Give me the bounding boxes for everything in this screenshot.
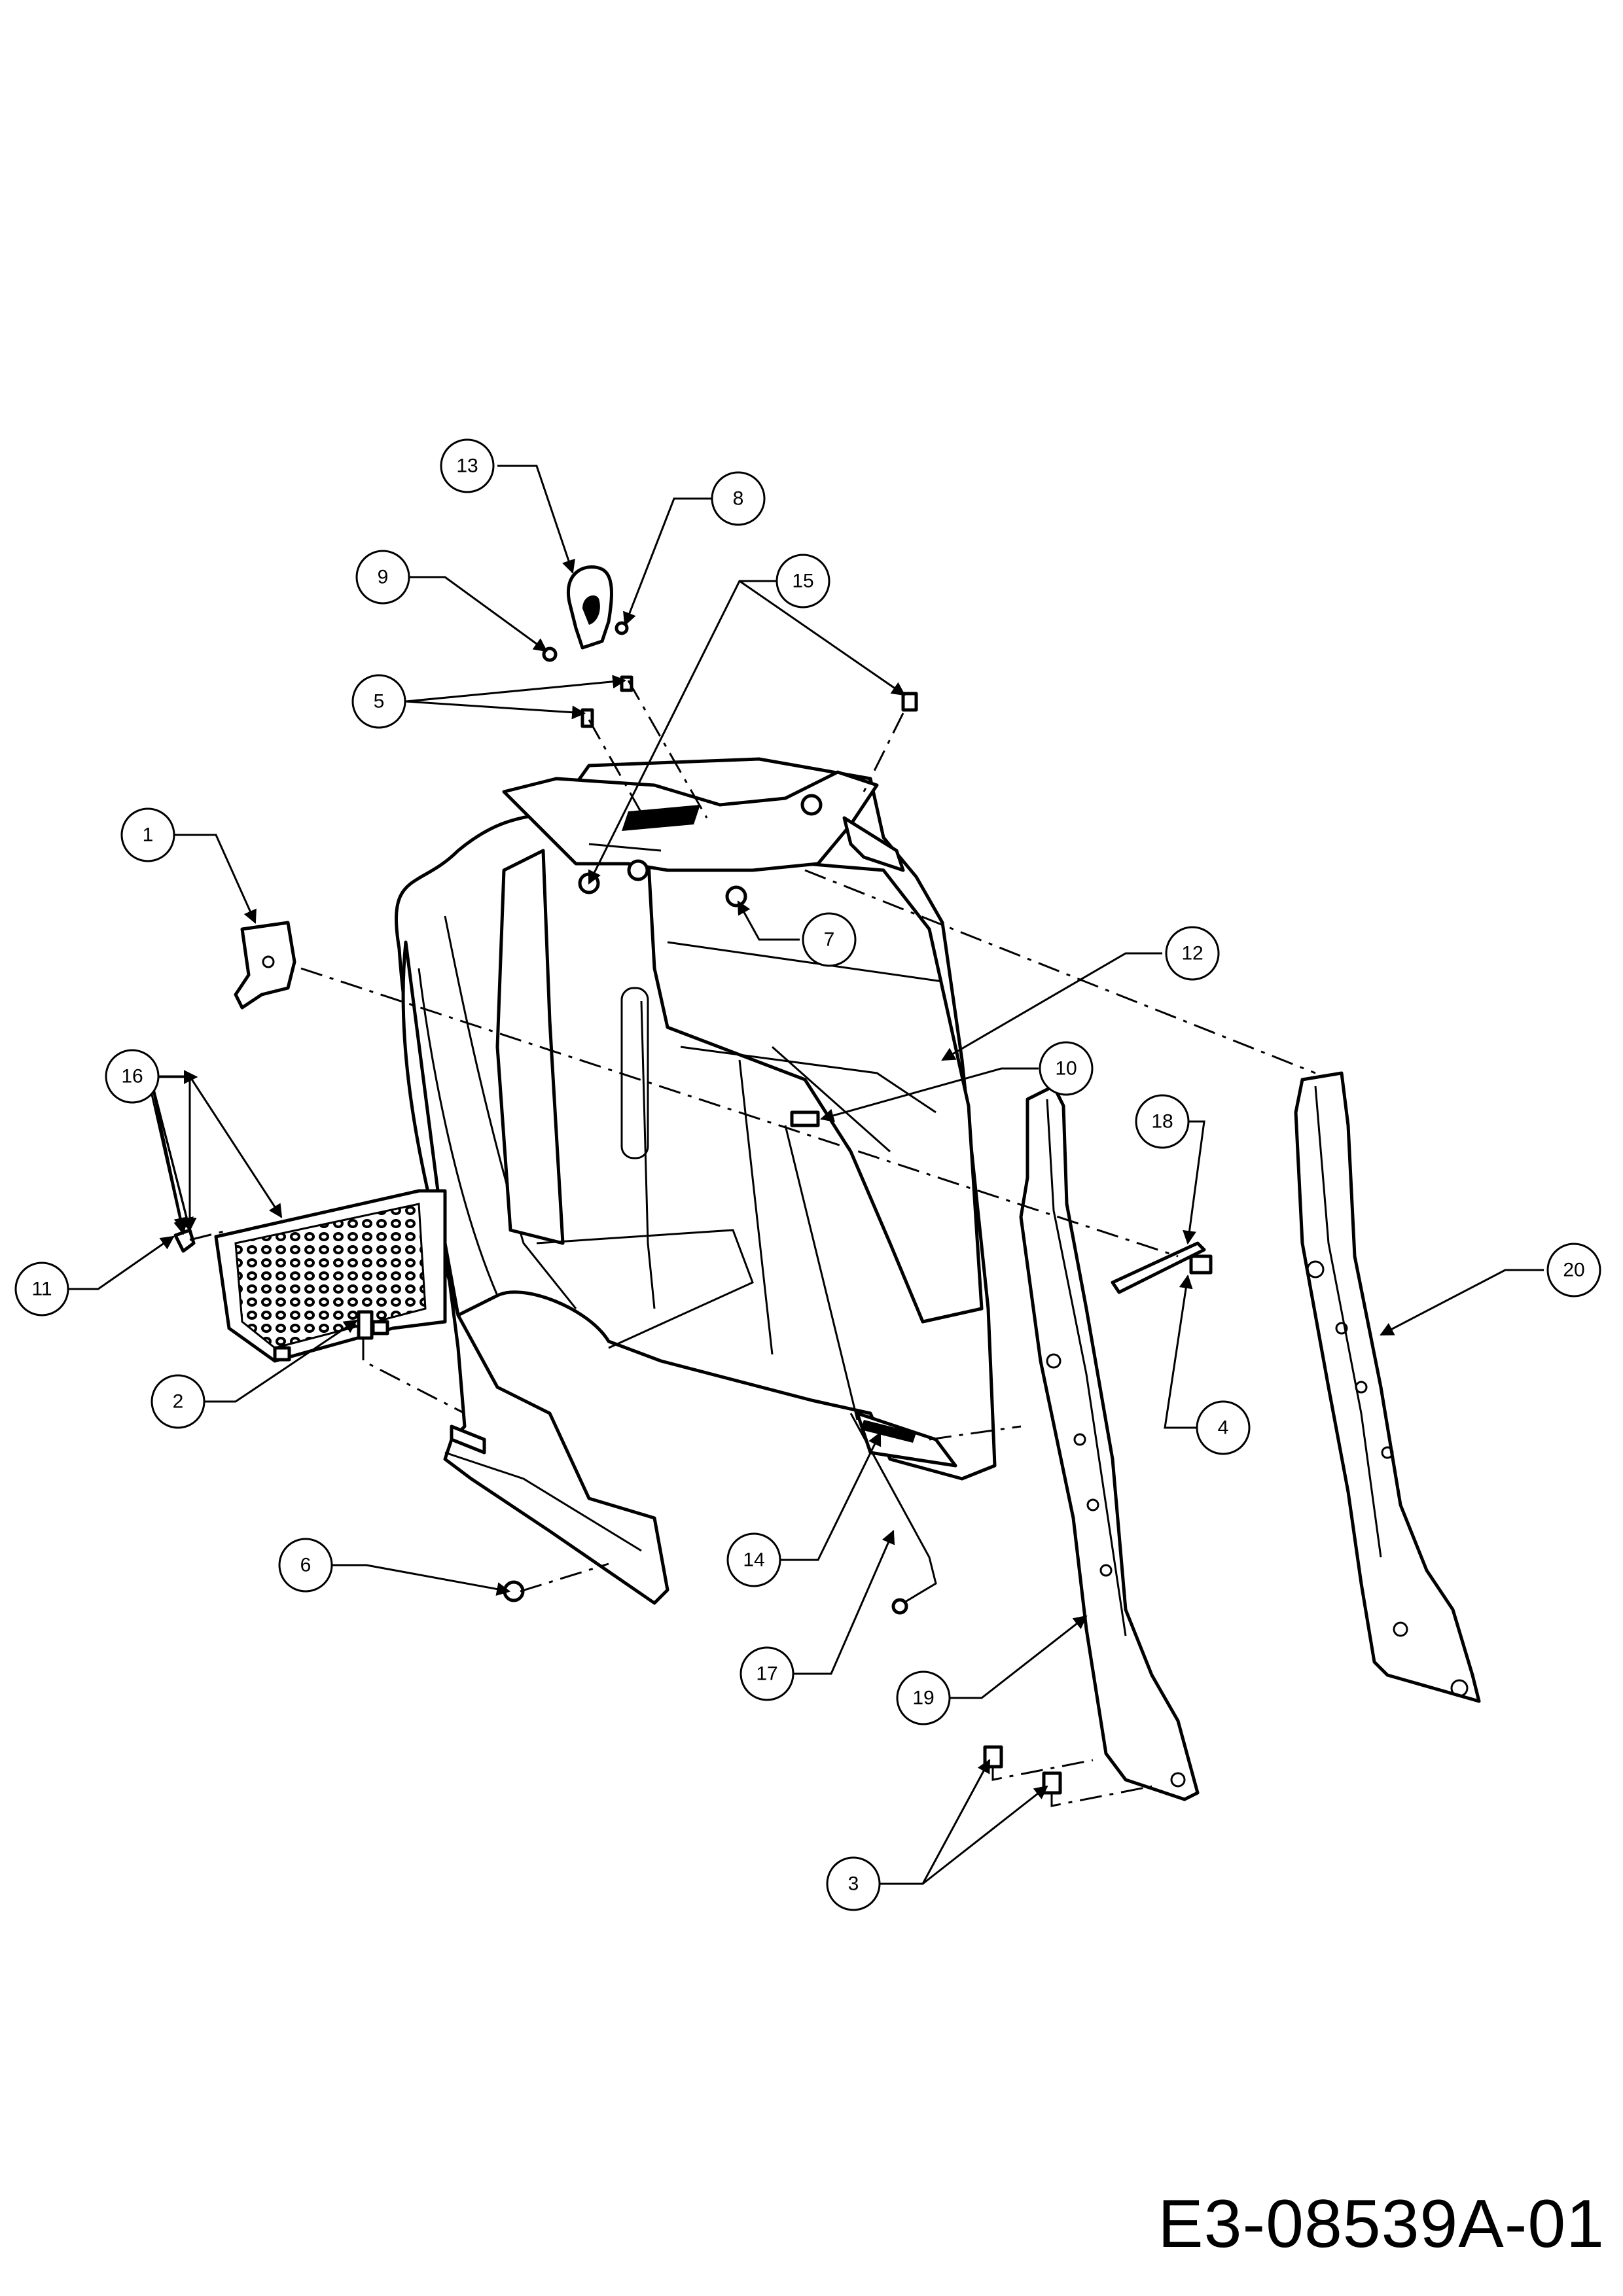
callout-label-18: 18: [1151, 1111, 1173, 1133]
callout-5: 5: [351, 674, 406, 729]
part-2-screw: [357, 1310, 374, 1340]
callout-7: 7: [802, 912, 857, 967]
callout-label-2: 2: [173, 1391, 184, 1413]
callout-15: 15: [776, 554, 830, 609]
callout-label-10: 10: [1055, 1058, 1077, 1080]
part-13-knob: [566, 565, 613, 650]
part-15-screw: [901, 692, 918, 712]
callout-20: 20: [1546, 1243, 1601, 1298]
callout-19: 19: [896, 1670, 951, 1725]
callout-label-3: 3: [848, 1873, 859, 1895]
part-4-screw: [1189, 1254, 1213, 1275]
callout-label-5: 5: [374, 691, 385, 713]
part-7-screw: [725, 885, 747, 908]
alignment-lines: [189, 680, 1316, 1807]
callout-label-11: 11: [31, 1279, 52, 1300]
callout-4: 4: [1196, 1400, 1251, 1455]
callout-label-9: 9: [378, 567, 389, 588]
part-17-rod: [784, 1125, 937, 1615]
part-3-screws: [983, 1745, 1062, 1795]
callout-label-20: 20: [1563, 1260, 1584, 1281]
part-1-bracket: [234, 921, 296, 1010]
part-16-grille: [214, 1189, 447, 1363]
callout-17: 17: [740, 1646, 794, 1701]
callout-16: 16: [105, 1049, 160, 1104]
callout-label-15: 15: [792, 571, 813, 592]
callout-11: 11: [14, 1262, 69, 1316]
callout-12: 12: [1165, 926, 1220, 981]
callout-label-16: 16: [121, 1066, 143, 1087]
callout-1: 1: [120, 807, 175, 862]
callout-8: 8: [711, 471, 766, 526]
callout-label-19: 19: [912, 1687, 934, 1709]
callout-label-14: 14: [743, 1549, 764, 1571]
callout-label-17: 17: [756, 1663, 777, 1685]
hood-shroud: [395, 757, 997, 1605]
callout-6: 6: [278, 1538, 333, 1593]
callout-13: 13: [440, 438, 495, 493]
callout-label-6: 6: [300, 1555, 312, 1576]
callout-14: 14: [726, 1532, 781, 1587]
callout-label-8: 8: [733, 488, 744, 510]
callout-leaders: [65, 465, 1544, 1885]
callout-label-13: 13: [456, 455, 478, 477]
drawing-code: E3-08539A-01: [1158, 2186, 1605, 2262]
callout-9: 9: [355, 550, 410, 605]
callout-label-4: 4: [1218, 1417, 1229, 1439]
callout-3: 3: [826, 1856, 881, 1911]
part-19-leg-bracket: [1019, 1084, 1200, 1801]
callout-label-7: 7: [824, 929, 835, 951]
callout-label-12: 12: [1181, 943, 1203, 964]
callout-2: 2: [151, 1374, 205, 1429]
part-10-clip: [790, 1110, 820, 1127]
part-14-spring: [861, 1420, 916, 1443]
callout-18: 18: [1135, 1094, 1190, 1149]
callout-label-1: 1: [143, 824, 154, 846]
part-20-leg-bracket: [1294, 1071, 1481, 1703]
callout-10: 10: [1039, 1041, 1094, 1096]
part-18-pin: [1111, 1241, 1206, 1294]
